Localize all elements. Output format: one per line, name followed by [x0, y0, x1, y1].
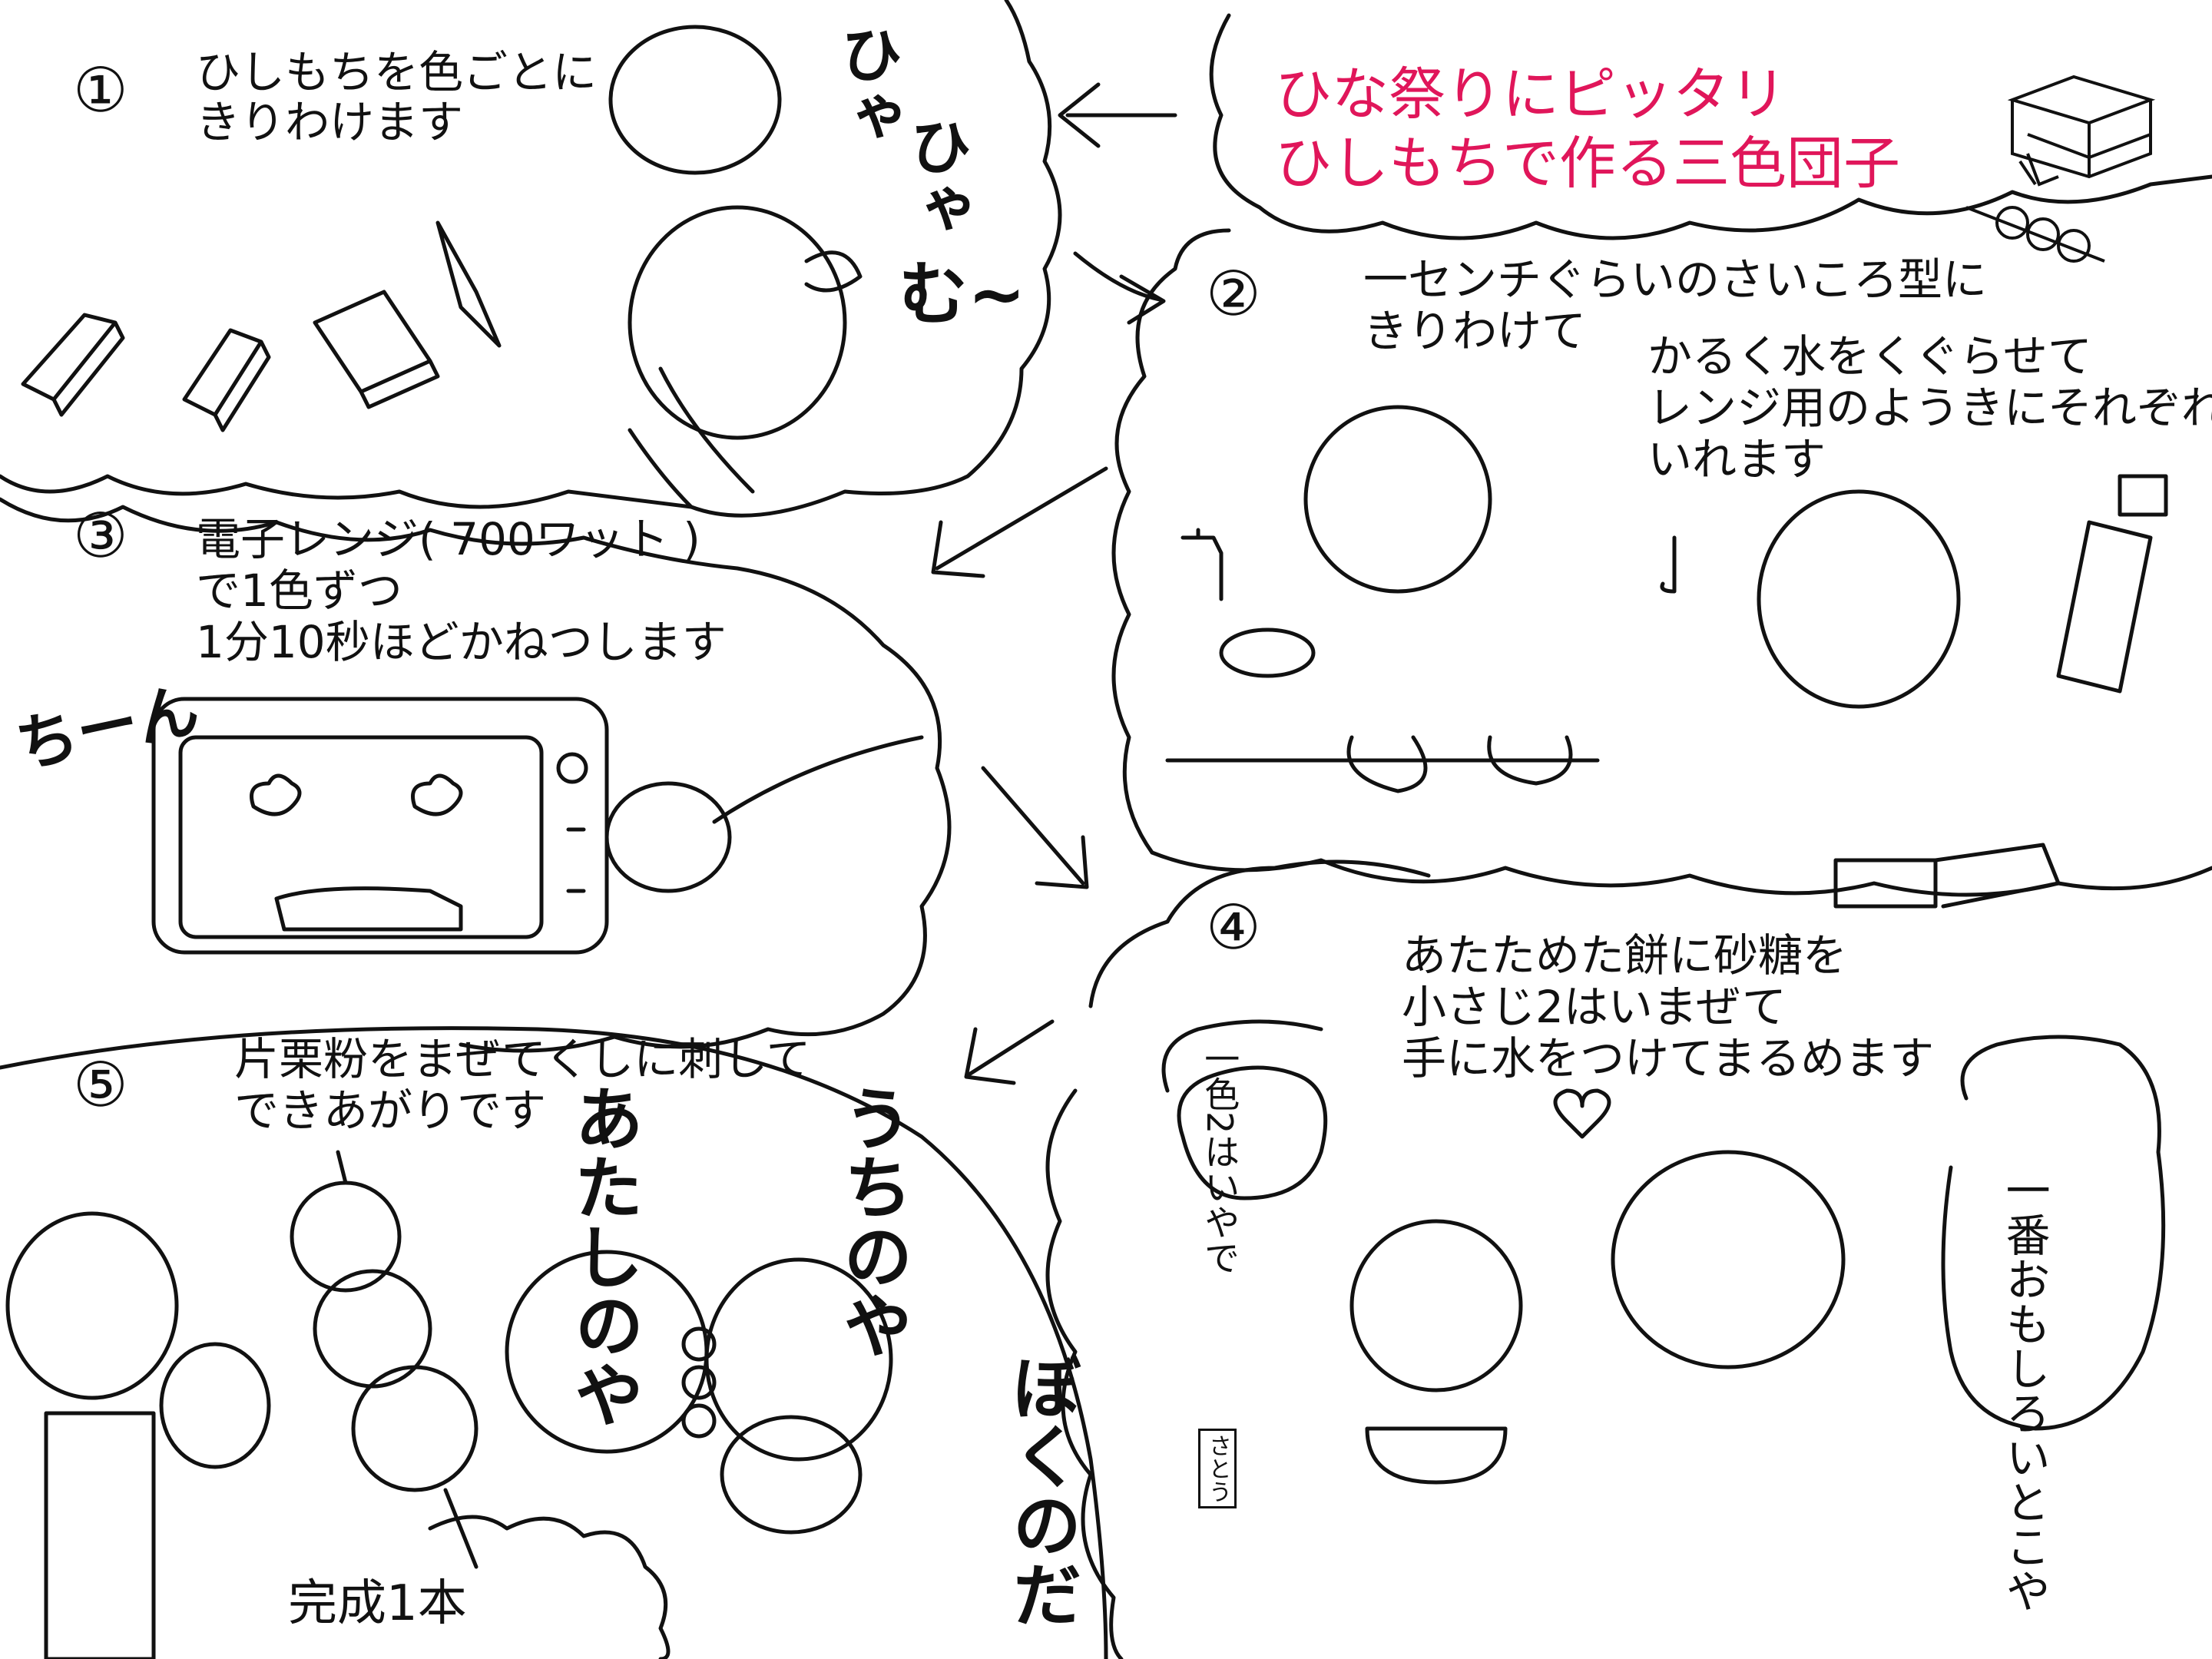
sfx-uchi: うちのや — [831, 1083, 912, 1359]
title-line-2: ひしもちで作る三色団子 — [1275, 131, 1900, 197]
step-2-line-1: 一センチぐらいのさいころ型に — [1363, 253, 1988, 306]
step-1-line-1: ひしもちを色ごとに — [196, 46, 598, 98]
step-2-extra-3: いれます — [1647, 433, 1826, 485]
step-5-line-1: 片栗粉をまぜてくしに刺して — [234, 1033, 811, 1085]
step-5-number: ⑤ — [73, 1049, 128, 1121]
title-cloud — [1209, 13, 2212, 240]
step-4-line-2: 小さじ2はいまぜて — [1402, 981, 1786, 1033]
title-line-1: ひな祭りにピッタリ — [1275, 61, 1786, 127]
step-1-number: ① — [73, 55, 128, 126]
step-3-line-3: 1分10秒ほどかねつします — [196, 616, 727, 668]
sfx-boku: ぼくのだ — [1000, 1352, 1081, 1628]
panel5-arc — [0, 1026, 1108, 1659]
speech-left-bubble — [1161, 1019, 1323, 1093]
speech-right: 一番おもしろいとこや — [1998, 1167, 2051, 1613]
sfx-hiya-2: ひゃ — [900, 115, 972, 238]
panel2-cloud — [1111, 228, 1231, 855]
step-2-extra-2: レンジ用のようきにそれぞれ — [1647, 382, 2212, 434]
step-1-line-2: きりわけます — [196, 96, 464, 148]
speech-left: 一色2はいやで — [1199, 1041, 1241, 1276]
step-4-line-3: 手に水をつけてまるめます — [1402, 1032, 1935, 1084]
step-4-number: ④ — [1206, 892, 1261, 963]
sfx-atashi: あたしのや — [562, 1083, 643, 1429]
arrow-to-panel3 — [931, 466, 1108, 578]
sfx-mu: む~ — [899, 254, 1026, 335]
arrow-to-panel5 — [964, 1019, 1055, 1085]
panel1-cloud — [0, 0, 1062, 518]
arrow-to-panel2 — [1073, 251, 1166, 325]
kansei-label: 完成1本 — [288, 1575, 467, 1632]
dango-top — [290, 1181, 402, 1293]
sfx-hiya-1: ひゃ — [831, 23, 902, 146]
signature: さとう — [1198, 1429, 1237, 1508]
dango-icon — [1965, 206, 2105, 263]
arrow-to-panel4 — [981, 766, 1089, 889]
arrow-to-panel1 — [1058, 82, 1177, 148]
step-2-extra-1: かるく水をくぐらせて — [1647, 330, 2092, 382]
speech-right-bubble — [1941, 1035, 2166, 1431]
step-2-line-2: きりわけて — [1363, 305, 1587, 357]
step-3-line-1: 電子レンジ( 700ワット ) — [196, 513, 700, 565]
panel4-cloud — [1088, 859, 1431, 1008]
step-3-number: ③ — [73, 500, 128, 571]
step-4-line-1: あたためた餅に砂糖を — [1402, 929, 1848, 982]
panel3-cloud — [0, 497, 952, 1053]
step-3-line-2: で1色ずつ — [196, 565, 402, 617]
step-2-number: ② — [1206, 258, 1261, 329]
hishimochi-icon — [2007, 75, 2156, 179]
step-5-line-2: できあがりです — [234, 1084, 547, 1137]
